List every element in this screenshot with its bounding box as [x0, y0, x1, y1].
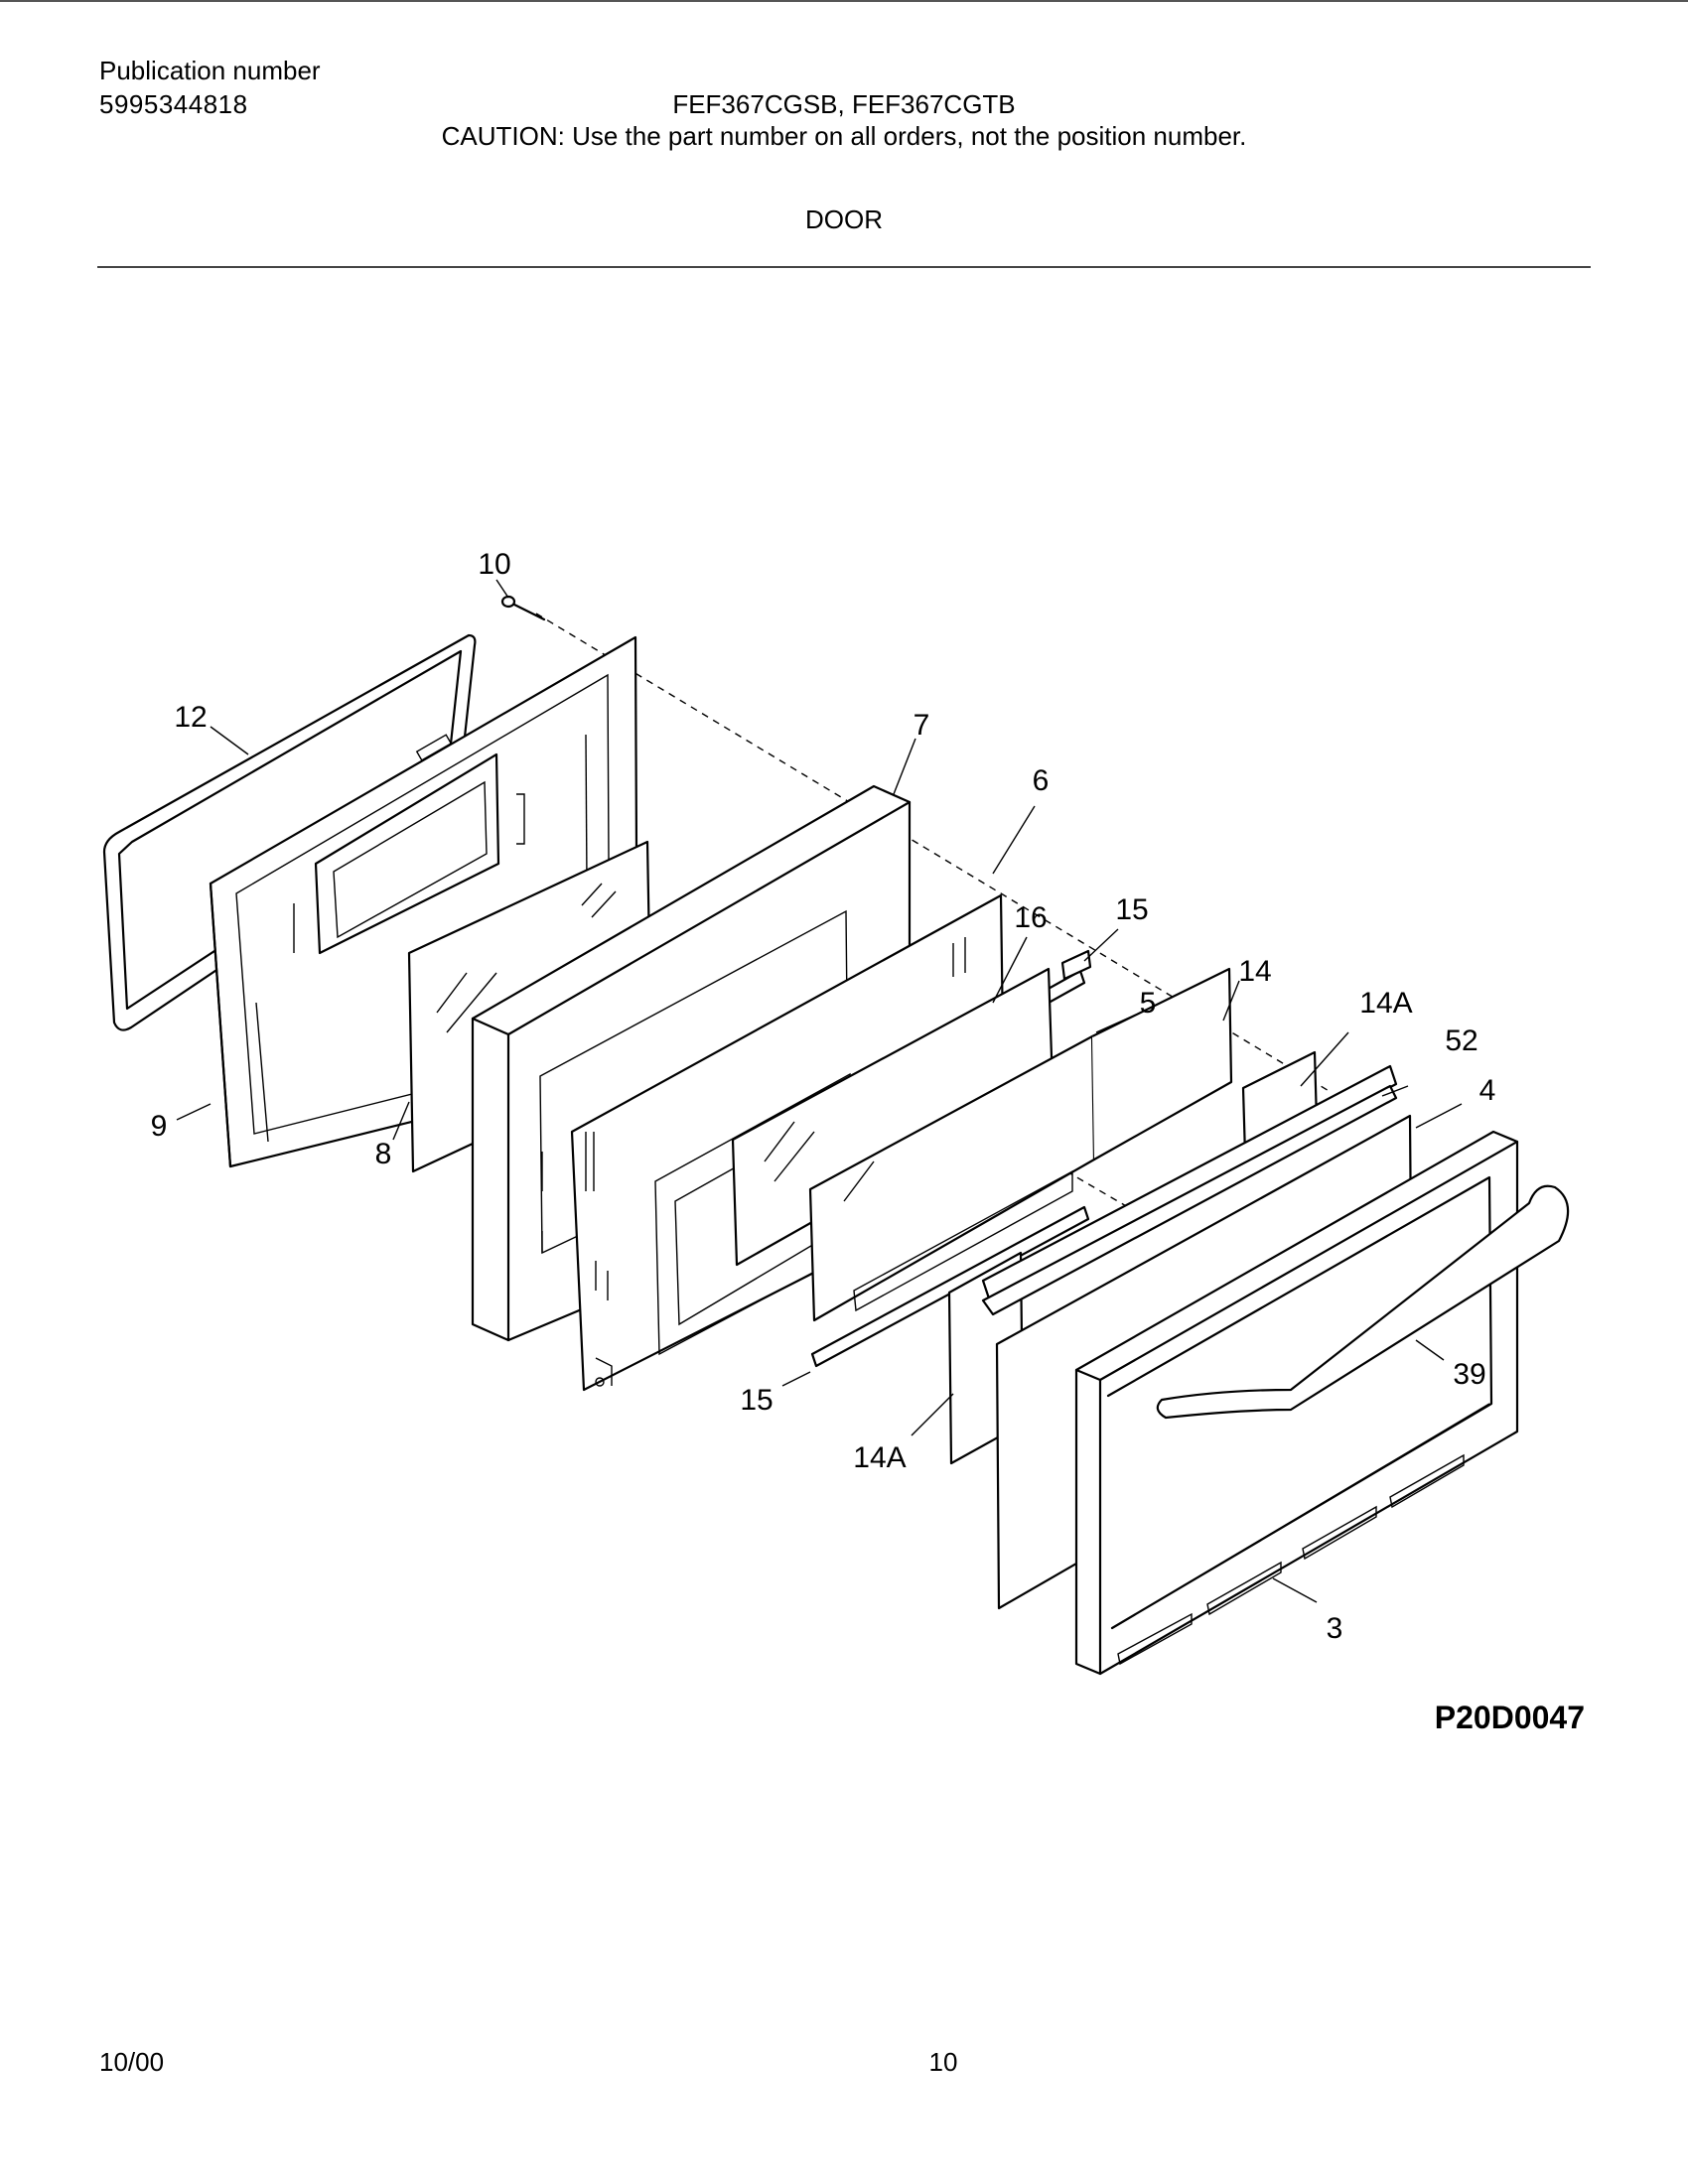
door-top-trim [981, 1064, 1398, 1316]
callout-15-lower: 15 [740, 1384, 773, 1417]
caution-note: CAUTION: Use the part number on all orde… [441, 121, 1247, 151]
top-border-rule [0, 0, 1688, 2]
publication-label: Publication number [99, 56, 321, 85]
door-handle [1156, 1184, 1570, 1420]
section-title: DOOR [805, 205, 883, 234]
callout-4: 4 [1479, 1074, 1496, 1107]
callout-10: 10 [478, 548, 510, 581]
model-numbers: FEF367CGSB, FEF367CGTB [672, 89, 1016, 119]
assembly-axis-line-lower [1032, 1151, 1153, 1222]
publication-number: 5995344818 [99, 89, 248, 119]
callout-16: 16 [1014, 901, 1047, 934]
callout-9: 9 [151, 1110, 168, 1143]
footer-page-number: 10 [928, 2047, 958, 2077]
header-rule [97, 266, 1591, 268]
door-screw [500, 595, 546, 621]
glass-channel-lower [810, 1205, 1090, 1368]
callout-leaders [176, 579, 1463, 1603]
callout-52: 52 [1445, 1024, 1477, 1057]
callout-5: 5 [1140, 987, 1157, 1020]
footer-date: 10/00 [99, 2047, 165, 2077]
door-sheet [1091, 967, 1233, 1160]
callout-3: 3 [1327, 1612, 1343, 1645]
callout-7: 7 [914, 709, 930, 742]
figure-code: P20D0047 [1434, 1700, 1585, 1735]
callout-14: 14 [1238, 955, 1271, 988]
callout-8: 8 [375, 1138, 392, 1170]
callout-39: 39 [1453, 1358, 1485, 1391]
callout-12: 12 [174, 701, 207, 734]
callout-14a-lower: 14A [853, 1441, 906, 1474]
callout-6: 6 [1033, 764, 1050, 797]
callout-15-upper: 15 [1115, 893, 1148, 926]
callout-14a-upper: 14A [1359, 987, 1412, 1020]
